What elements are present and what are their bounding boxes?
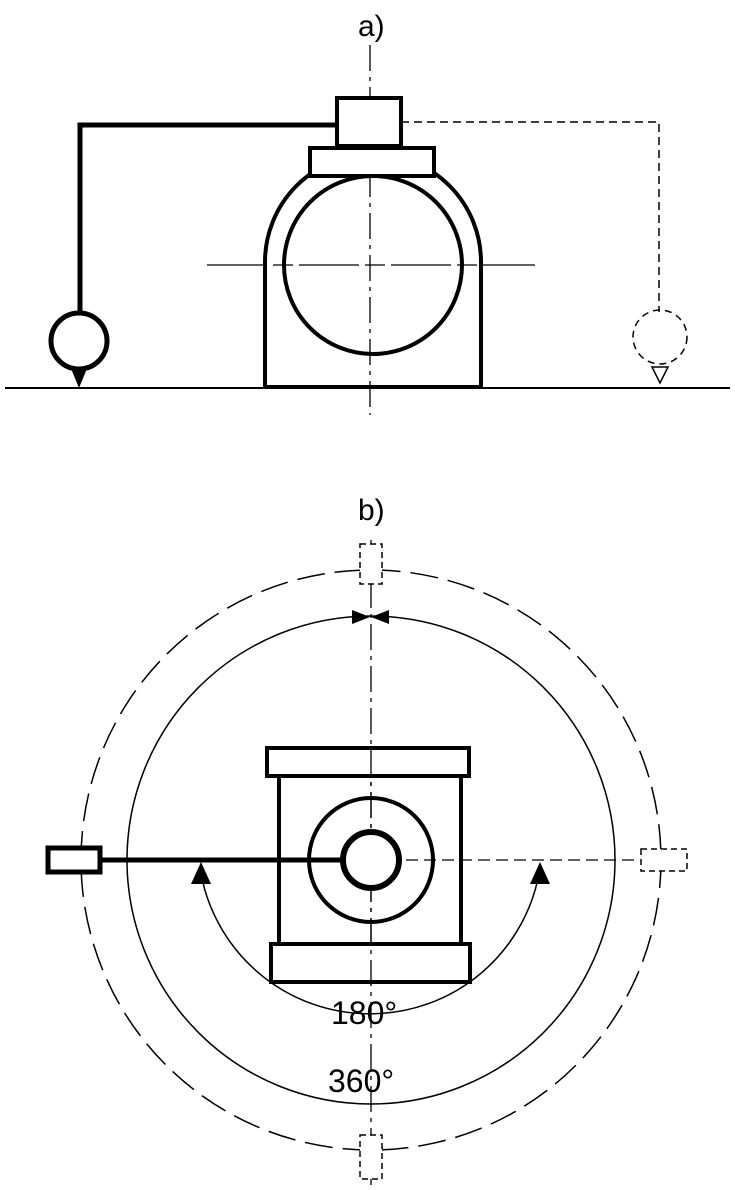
- angle-label-360: 360°: [328, 1063, 394, 1099]
- arrowhead-top-right-icon: [371, 610, 389, 624]
- shaft-circle: [340, 829, 402, 891]
- panel-b: b): [45, 494, 688, 1185]
- arc-180: [199, 867, 541, 1015]
- arc-180-arrow-left-icon: [191, 862, 211, 884]
- indicator-tip-icon: [72, 371, 86, 388]
- arrowhead-top-left-icon: [352, 610, 370, 624]
- indicator-tip-alternate-icon: [650, 366, 670, 385]
- panel-a: a): [5, 10, 730, 415]
- indicator-arm: [77, 122, 337, 316]
- plan-top-cap: [265, 746, 471, 778]
- dial-indicator-alternate-icon: [632, 309, 688, 365]
- alternate-arm: [401, 121, 660, 312]
- angle-label-180: 180°: [331, 995, 397, 1031]
- indicator-head-icon: [45, 845, 103, 875]
- sensor-block: [335, 96, 403, 148]
- indicator-position-right-icon: [640, 848, 688, 872]
- panel-a-label: a): [358, 10, 385, 43]
- indicator-position-bottom-icon: [359, 1134, 383, 1180]
- indicator-position-top-icon: [359, 543, 383, 585]
- top-cap: [308, 146, 436, 178]
- arc-180-arrow-right-icon: [530, 862, 550, 884]
- dial-indicator-icon: [48, 310, 110, 372]
- panel-b-label: b): [358, 494, 385, 527]
